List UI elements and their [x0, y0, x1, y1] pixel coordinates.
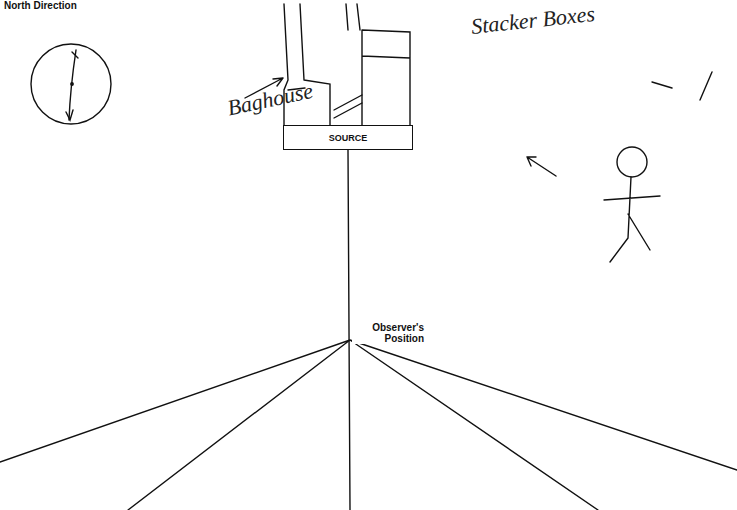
- view-arrow: [527, 157, 556, 176]
- fan-lines: [0, 340, 737, 510]
- person-head: [617, 147, 647, 177]
- conveyor: [334, 95, 362, 118]
- source-box: SOURCE: [283, 125, 413, 150]
- compass-circle: [31, 44, 111, 124]
- pen-marks: [652, 72, 712, 100]
- node-text: SOURCE: [329, 133, 368, 143]
- north-arrow-marks: [66, 52, 78, 120]
- handwritten-note: Stacker Boxes: [470, 1, 596, 40]
- person-body: [604, 177, 660, 262]
- north-arrow: [69, 50, 76, 120]
- observer-label: Observer's Position: [352, 322, 424, 344]
- compass-label: North Direction: [4, 0, 77, 11]
- sight-line: [348, 150, 350, 510]
